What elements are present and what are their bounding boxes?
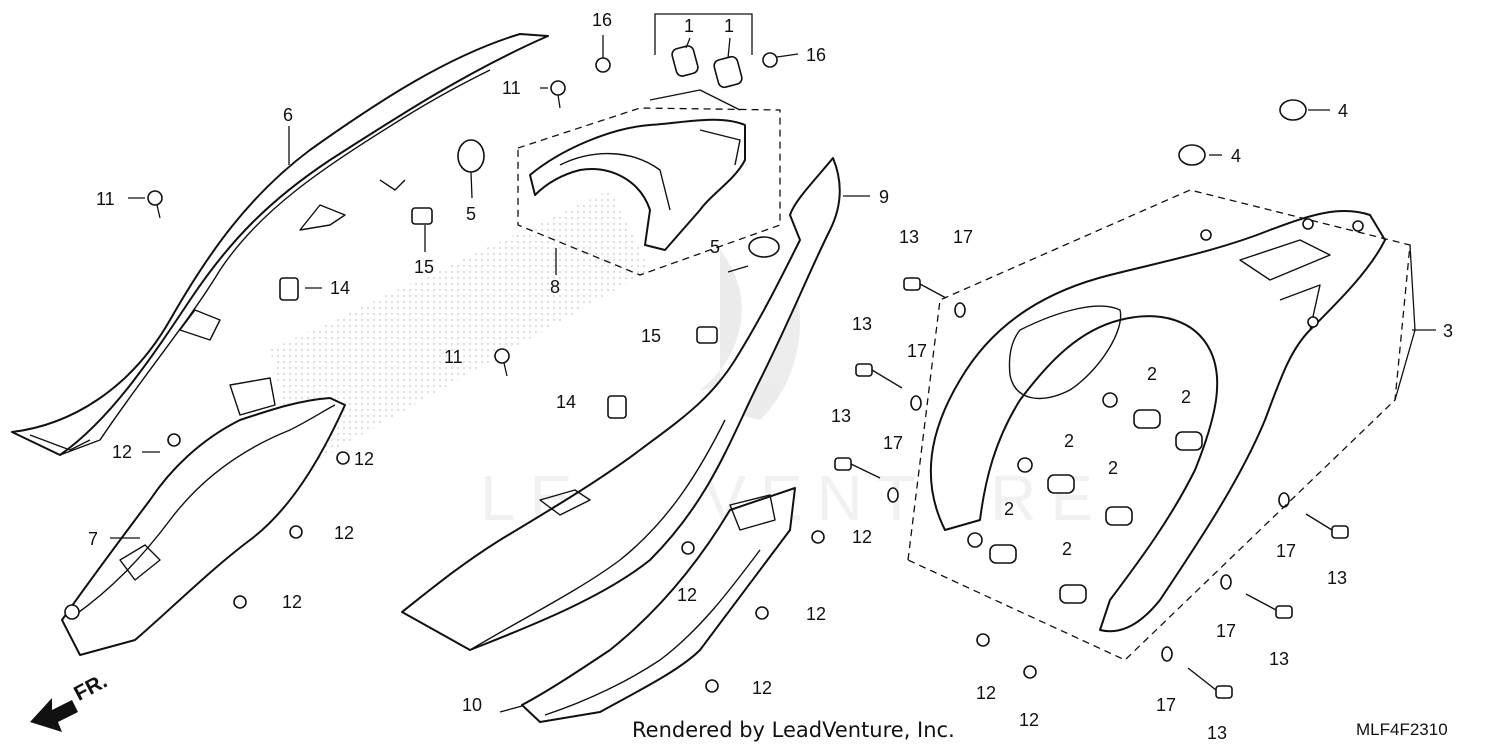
callout-13a: 13 xyxy=(899,227,919,247)
callout-16a: 16 xyxy=(592,10,612,30)
fasteners xyxy=(147,45,1349,699)
callout-9: 9 xyxy=(879,187,889,207)
front-direction-arrow-icon xyxy=(30,698,78,732)
callout-12h: 12 xyxy=(752,678,772,698)
callout-12a: 12 xyxy=(112,442,132,462)
callout-12g: 12 xyxy=(806,604,826,624)
callout-13e: 13 xyxy=(1269,649,1289,669)
callout-2b: 2 xyxy=(1181,387,1191,407)
part-10-right-lower-cover xyxy=(521,487,796,723)
callout-16b: 16 xyxy=(806,45,826,65)
callout-13f: 13 xyxy=(1207,723,1227,743)
callout-5b: 5 xyxy=(710,237,720,257)
callout-8: 8 xyxy=(550,277,560,297)
callout-15a: 15 xyxy=(414,257,434,277)
callout-1a: 1 xyxy=(684,16,694,36)
callout-2d: 2 xyxy=(1108,458,1118,478)
callout-17c: 17 xyxy=(883,433,903,453)
callout-12d: 12 xyxy=(282,592,302,612)
group-outlines xyxy=(517,13,1436,661)
callout-17f: 17 xyxy=(1156,695,1176,715)
callout-12c: 12 xyxy=(334,523,354,543)
callout-12b: 12 xyxy=(354,449,374,469)
part-8-center-cover xyxy=(529,89,746,251)
callout-labels: 1 1 16 16 11 6 11 5 15 8 14 9 5 4 4 3 13… xyxy=(88,10,1453,743)
callout-11b: 11 xyxy=(96,189,115,209)
callout-13d: 13 xyxy=(1327,568,1347,588)
callout-17a: 17 xyxy=(953,227,973,247)
callout-17e: 17 xyxy=(1216,621,1236,641)
callout-2c: 2 xyxy=(1064,431,1074,451)
callout-13c: 13 xyxy=(831,406,851,426)
callout-7: 7 xyxy=(88,529,98,549)
callout-4b: 4 xyxy=(1338,101,1348,121)
collar-spacers xyxy=(989,409,1203,604)
callout-12j: 12 xyxy=(1019,710,1039,730)
callout-3: 3 xyxy=(1443,321,1453,341)
callout-13b: 13 xyxy=(852,314,872,334)
callout-2a: 2 xyxy=(1147,364,1157,384)
callout-14a: 14 xyxy=(330,278,350,298)
callout-17b: 17 xyxy=(907,341,927,361)
callout-17d: 17 xyxy=(1276,541,1296,561)
callout-11c: 11 xyxy=(444,347,463,367)
part-6-left-side-cover xyxy=(11,33,549,456)
callout-12e: 12 xyxy=(677,585,697,605)
callout-12i: 12 xyxy=(976,683,996,703)
callout-11a: 11 xyxy=(502,78,521,98)
rendered-by-credit: Rendered by LeadVenture, Inc. xyxy=(632,718,955,742)
callout-15b: 15 xyxy=(641,326,661,346)
callout-2e: 2 xyxy=(1004,499,1014,519)
part-3-grab-rail xyxy=(929,209,1386,633)
callout-6: 6 xyxy=(283,105,293,125)
callout-5a: 5 xyxy=(466,204,476,224)
callout-2f: 2 xyxy=(1062,539,1072,559)
callout-14b: 14 xyxy=(556,392,576,412)
callout-1b: 1 xyxy=(724,16,734,36)
part-9-right-side-cover xyxy=(401,157,841,651)
callout-4a: 4 xyxy=(1231,146,1241,166)
diagram-code: MLF4F2310 xyxy=(1356,720,1448,739)
callout-10: 10 xyxy=(462,695,482,715)
part-7-left-lower-cover xyxy=(61,377,346,656)
callout-12f: 12 xyxy=(852,527,872,547)
leader-lines xyxy=(110,35,1330,713)
